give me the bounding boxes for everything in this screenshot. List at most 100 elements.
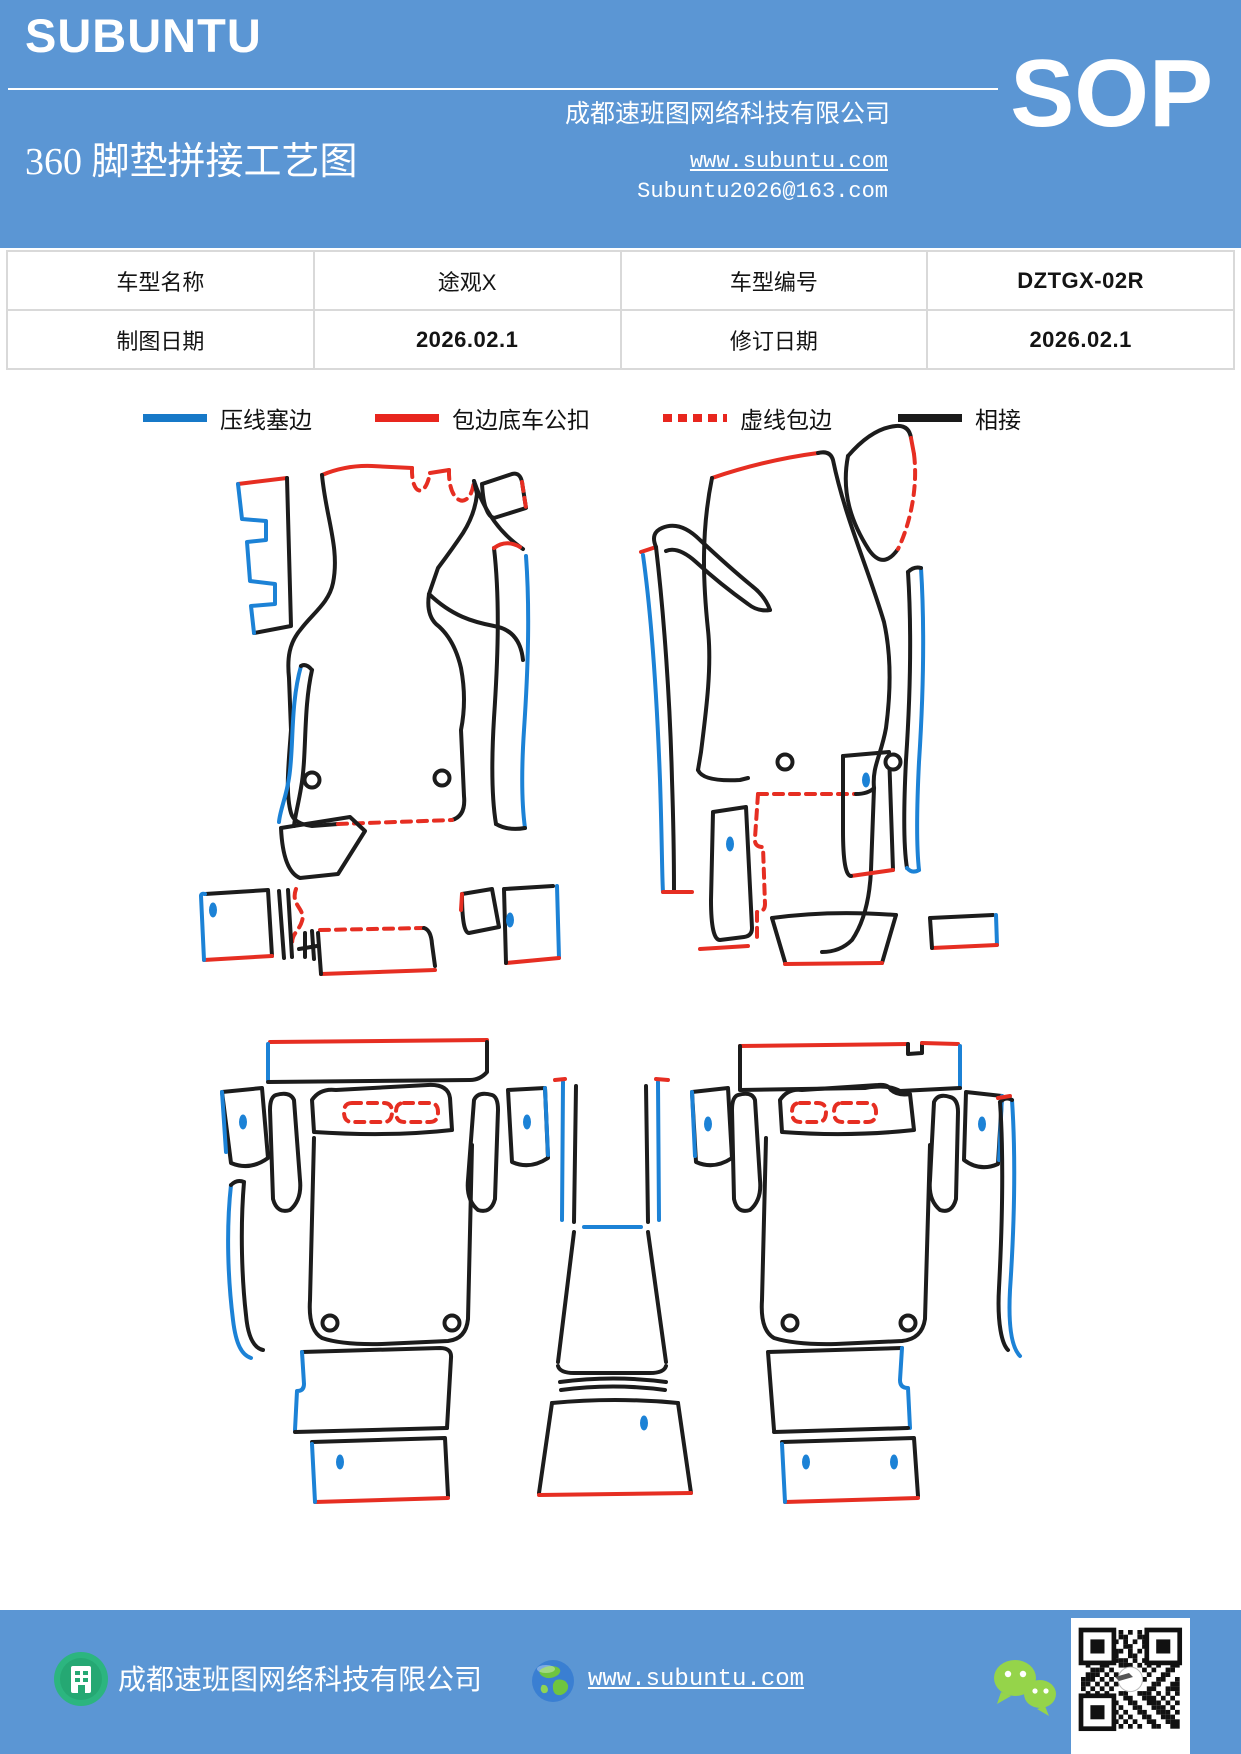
mat-outline-path bbox=[199, 891, 207, 962]
mat-outline-path bbox=[537, 1491, 693, 1497]
mat-outline-path bbox=[752, 792, 767, 942]
solid-line-swatch bbox=[898, 414, 962, 422]
table-cell: 车型名称 bbox=[6, 250, 315, 311]
buckle-slot bbox=[523, 1114, 531, 1130]
buckle-slot bbox=[506, 912, 514, 928]
mat-outline-path bbox=[738, 1044, 962, 1093]
mat-outline-path bbox=[266, 1040, 489, 1084]
mat-outline-path bbox=[342, 1101, 394, 1124]
buckle-slot bbox=[209, 902, 217, 918]
legend-label: 压线塞边 bbox=[220, 407, 312, 433]
header-divider bbox=[8, 88, 998, 90]
page-title: 360 脚垫拼接工艺图 bbox=[25, 141, 358, 183]
mat-outline-path bbox=[252, 476, 293, 635]
mat-outline-path bbox=[772, 1426, 910, 1434]
mat-outline-path bbox=[502, 887, 508, 965]
mat-outline-path bbox=[279, 815, 367, 880]
mat-outline-path bbox=[543, 1086, 550, 1157]
mat-outline-path bbox=[841, 750, 895, 872]
mat-outline-path bbox=[710, 451, 820, 480]
mat-outline-path bbox=[816, 450, 892, 790]
mat-outline-path bbox=[316, 931, 323, 976]
mat-outline-path bbox=[480, 471, 528, 520]
wechat-icon bbox=[994, 1660, 1056, 1716]
mat-outline-path bbox=[841, 754, 853, 878]
fixing-hole bbox=[442, 1313, 462, 1333]
mat-outline-path bbox=[654, 545, 676, 894]
mat-splice-diagram bbox=[199, 423, 1022, 1504]
mat-outline-path bbox=[854, 786, 876, 796]
mat-outline-path bbox=[236, 476, 289, 486]
legend-item: 压线塞边 bbox=[143, 403, 312, 433]
mat-outline-path bbox=[310, 1082, 454, 1137]
mat-outline-path bbox=[220, 1086, 270, 1169]
legend-label: 相接 bbox=[975, 407, 1021, 433]
mat-outline-path bbox=[690, 1086, 734, 1168]
mat-outline-path bbox=[905, 866, 921, 874]
footer-website-link[interactable]: www.subuntu.com bbox=[588, 1666, 805, 1693]
table-cell: 修订日期 bbox=[619, 309, 929, 370]
mat-outline-path bbox=[696, 768, 750, 783]
mat-outline-path bbox=[422, 926, 437, 968]
mat-outline-path bbox=[446, 468, 476, 503]
legend-label: 包边底车公扣 bbox=[452, 407, 590, 433]
mat-outline-path bbox=[504, 956, 561, 965]
mat-outline-path bbox=[226, 1183, 253, 1360]
buckle-slot bbox=[802, 1454, 810, 1470]
mat-outline-path bbox=[490, 546, 500, 826]
building-icon bbox=[54, 1652, 108, 1706]
mat-outline-path bbox=[268, 1091, 303, 1213]
mat-outline-path bbox=[520, 480, 528, 510]
table-cell: 2026.02.1 bbox=[312, 309, 622, 370]
mat-outline-path bbox=[902, 570, 913, 870]
mat-outline-path bbox=[426, 479, 479, 822]
buckle-slot bbox=[640, 1415, 648, 1431]
fixing-hole bbox=[775, 752, 795, 772]
mat-outline-path bbox=[537, 1401, 693, 1495]
mat-outline-path bbox=[915, 566, 926, 872]
mat-outline-path bbox=[277, 888, 294, 960]
mat-outline-path bbox=[297, 929, 319, 961]
mat-outline-path bbox=[906, 1041, 924, 1056]
mat-outline-path bbox=[843, 454, 900, 562]
legend-item: 虚线包边 bbox=[663, 403, 832, 433]
mat-outline-path bbox=[293, 1350, 306, 1432]
mat-outline-path bbox=[790, 1101, 828, 1124]
mat-outline-path bbox=[928, 913, 995, 920]
mat-outline-path bbox=[832, 1101, 878, 1124]
footer: 成都速班图网络科技有限公司 www.subuntu.com bbox=[0, 1610, 1241, 1754]
mat-outline-path bbox=[307, 1136, 474, 1347]
mat-outline-path bbox=[690, 1090, 697, 1158]
buckle-slot bbox=[239, 1114, 247, 1130]
table-cell: 制图日期 bbox=[6, 309, 315, 370]
mat-outline-path bbox=[229, 1179, 265, 1352]
mat-outline-path bbox=[290, 887, 305, 950]
legend-item: 相接 bbox=[898, 403, 1021, 433]
mat-outline-path bbox=[202, 954, 274, 962]
mat-outline-path bbox=[285, 473, 340, 828]
buckle-slot bbox=[704, 1116, 712, 1132]
mat-outline-path bbox=[920, 1041, 960, 1046]
mat-outline-path bbox=[898, 1346, 912, 1430]
mat-outline-path bbox=[320, 463, 414, 477]
mat-outline-path bbox=[555, 884, 561, 960]
mat-outline-path bbox=[639, 545, 658, 554]
mat-outline-path bbox=[268, 1038, 489, 1044]
fixing-hole bbox=[320, 1313, 340, 1333]
header-website-link[interactable]: www.subuntu.com bbox=[689, 149, 888, 174]
buckle-slot bbox=[336, 1454, 344, 1470]
mat-outline-path bbox=[880, 913, 898, 965]
mat-outline-path bbox=[459, 892, 464, 912]
mat-outline-path bbox=[928, 916, 934, 950]
mat-outline-path bbox=[520, 554, 531, 830]
mat-outline-path bbox=[994, 913, 999, 947]
mat-outline-path bbox=[696, 476, 714, 772]
table-cell: 车型编号 bbox=[619, 250, 929, 311]
fixing-hole bbox=[302, 770, 322, 790]
mat-outline-path bbox=[203, 888, 274, 958]
table-cell: 途观X bbox=[312, 250, 622, 311]
buckle-slot bbox=[890, 1454, 898, 1470]
fixing-hole bbox=[432, 768, 452, 788]
